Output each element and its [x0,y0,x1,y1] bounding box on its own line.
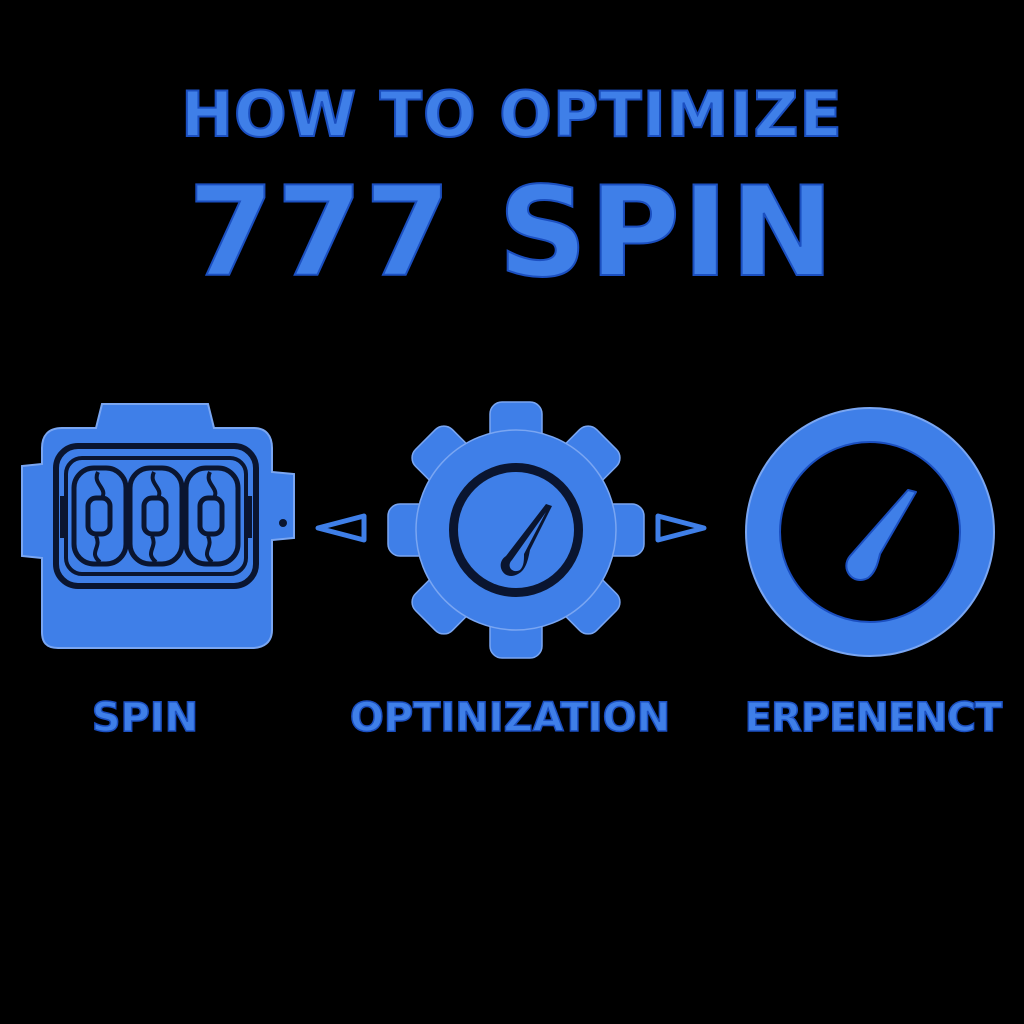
arrow-left-icon [314,512,370,544]
step-label-spin: SPIN [91,694,199,742]
title-line-2: 777 SPIN [187,161,837,305]
slot-machine-icon [18,398,298,658]
title-line-1: HOW TO OPTIMIZE [180,77,843,152]
gear-gauge-icon [386,400,646,660]
step-label-erpenenct: ERPENENCT [744,694,1003,742]
step-label-optinization: OPTINIZATION [349,694,671,742]
gauge-ring-icon [740,402,1000,662]
arrow-right-icon [652,512,708,544]
